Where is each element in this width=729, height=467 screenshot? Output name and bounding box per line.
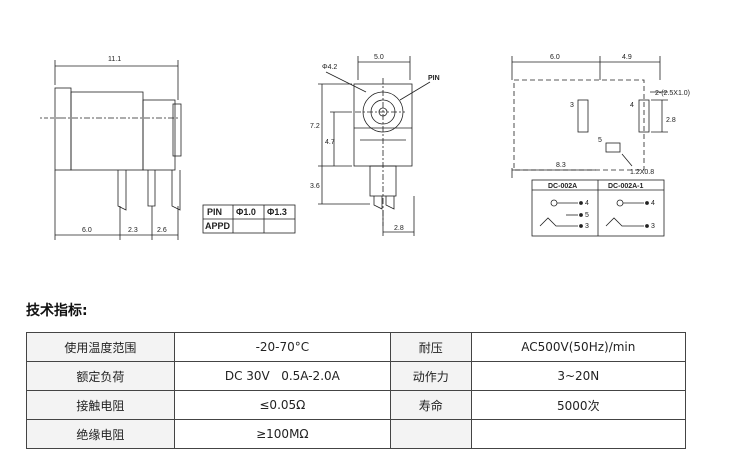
label-pin: PIN (428, 75, 440, 82)
pin-table-header-pin: PIN (207, 207, 222, 217)
dim-center-height: 4.7 (325, 139, 335, 146)
spec-value: DC 30V 0.5A-2.0A (173, 361, 391, 391)
spec-label: 绝缘电阻 (26, 419, 175, 449)
table-row: 接触电阻 ≤0.05Ω 寿命 5000次 (26, 390, 687, 420)
technical-drawing: 11.1 6.0 2.3 2.6 Φ4.2 5.0 PIN 7.2 4.7 3.… (40, 54, 690, 240)
pin-table-row-label: APPD (205, 221, 231, 231)
dim-pad-hole: 1.2X0.8 (630, 169, 654, 176)
side-view (40, 60, 182, 240)
schematic-pin-4: 4 (585, 200, 589, 207)
spec-label: 额定负荷 (26, 361, 175, 391)
pin-table-header-2: Φ1.3 (267, 207, 287, 217)
dim-base-left: 6.0 (82, 227, 92, 234)
dim-pin-gap1: 2.3 (128, 227, 138, 234)
front-view (318, 56, 431, 236)
dim-pin-gap2: 2.6 (157, 227, 167, 234)
spec-value: -20-70°C (173, 332, 391, 362)
dim-pin-offset: 2.8 (394, 225, 404, 232)
dim-front-width: 5.0 (374, 54, 384, 61)
schematic-pin-4-right: 4 (651, 200, 655, 207)
spec-label: 使用温度范围 (26, 332, 175, 362)
schematic-pin-3-right: 3 (651, 223, 655, 230)
spec-label: 耐压 (389, 332, 472, 362)
pin-table-header-1: Φ1.0 (236, 207, 256, 217)
section-title: 技术指标: (26, 303, 88, 319)
dim-pad-bottom: 8.3 (556, 162, 566, 169)
pcb-layout (511, 56, 668, 237)
dim-pin-length: 3.6 (310, 183, 320, 190)
table-row: 使用温度范围 -20-70°C 耐压 AC500V(50Hz)/min (26, 332, 687, 362)
table-row: 绝缘电阻 ≥100MΩ (26, 419, 687, 449)
dim-width-top: 11.1 (108, 56, 121, 63)
pad-number-5: 5 (598, 137, 602, 144)
schematic-right-title: DC-002A-1 (608, 183, 644, 190)
spec-label: 接触电阻 (26, 390, 175, 420)
spec-label: 动作力 (389, 361, 472, 391)
schematic-left-title: DC-002A (548, 183, 577, 190)
dim-pad-right: 4.9 (622, 54, 632, 61)
dim-hole-dia: Φ4.2 (322, 64, 337, 71)
spec-value: AC500V(50Hz)/min (470, 332, 687, 362)
schematic-pin-5: 5 (585, 212, 589, 219)
dim-height-total: 7.2 (310, 123, 320, 130)
pad-number-3: 3 (570, 102, 574, 109)
spec-value: 5000次 (470, 390, 687, 420)
dim-pad-left: 6.0 (550, 54, 560, 61)
dim-pad-vert: 2.8 (666, 117, 676, 124)
spec-table: 使用温度范围 -20-70°C 耐压 AC500V(50Hz)/min 额定负荷… (26, 332, 687, 449)
spec-value: ≤0.05Ω (173, 390, 391, 420)
spec-label (389, 419, 472, 449)
pin-table-grid (202, 204, 296, 234)
spec-value: 3~20N (470, 361, 687, 391)
spec-label: 寿命 (389, 390, 472, 420)
table-row: 额定负荷 DC 30V 0.5A-2.0A 动作力 3~20N (26, 361, 687, 391)
dim-slot-note: 2-(2.5X1.0) (655, 90, 690, 97)
pad-number-4: 4 (630, 102, 634, 109)
spec-value (470, 419, 687, 449)
spec-value: ≥100MΩ (173, 419, 391, 449)
schematic-pin-3: 3 (585, 223, 589, 230)
